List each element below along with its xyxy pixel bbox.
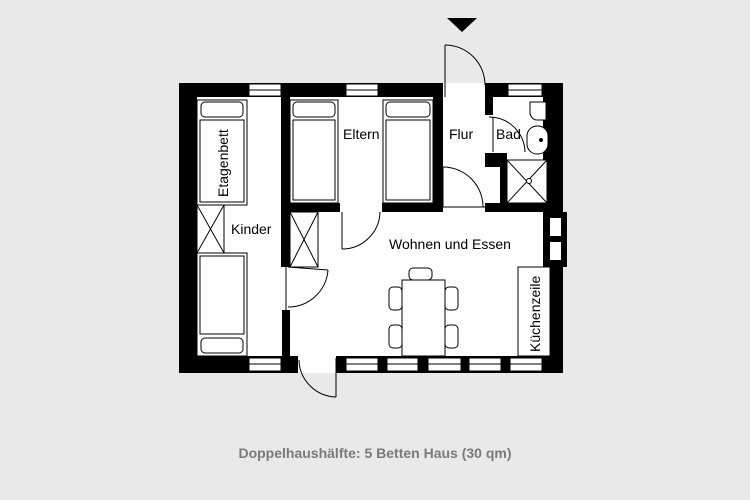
entry-door-swing [444,44,486,86]
pillow [200,101,244,118]
label-parents-room: Eltern [343,126,380,142]
label-bunk-bed: Etagenbett [215,129,231,197]
dining-table [401,279,446,357]
chair [444,286,459,311]
chair [444,324,459,349]
mattress [385,119,431,201]
mattress [292,119,336,201]
entrance-arrow-icon [447,18,477,32]
label-living-dining: Wohnen und Essen [389,236,511,252]
mattress [199,255,245,335]
chair [388,324,403,349]
chair [388,286,403,311]
label-bathroom: Bad [496,126,521,142]
doors [285,44,526,398]
sink-icon [526,125,549,155]
label-hallway: Flur [449,126,473,142]
pillow [385,101,431,118]
pillow [292,101,336,118]
windows [248,83,543,372]
chimney-flue [550,242,561,260]
label-kids-room: Kinder [231,221,272,237]
chair [408,267,433,281]
chimney-flue [550,218,561,236]
pillow [200,337,244,354]
mattress [199,119,245,203]
toilet-icon [529,101,547,121]
furniture [196,99,551,357]
kitchenette-counter [517,266,551,357]
shower-drain-icon [526,178,532,184]
label-kitchenette: Küchenzeile [527,276,543,352]
plan-caption: Doppelhaushälfte: 5 Betten Haus (30 qm) [238,445,512,461]
